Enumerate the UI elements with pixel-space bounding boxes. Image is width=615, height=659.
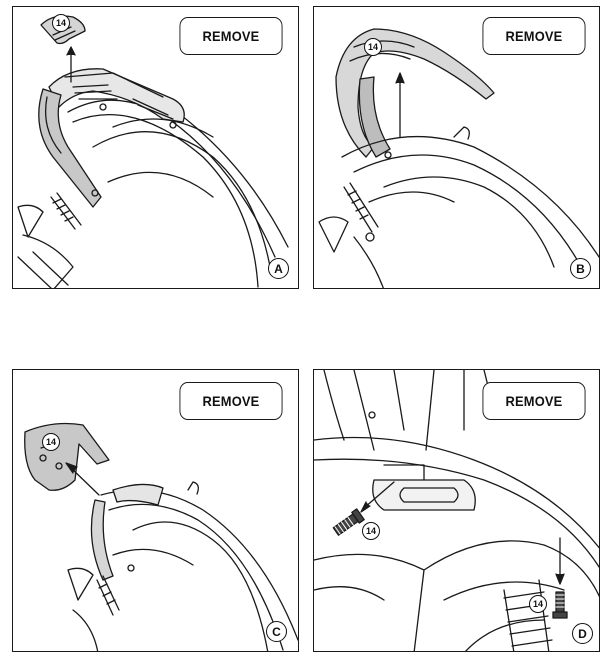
step-letter-badge: C bbox=[266, 621, 287, 642]
part-number-badge-second: 14 bbox=[529, 595, 547, 613]
step-panel-c: REMOVE 14 C bbox=[12, 369, 299, 652]
scooter-underside-illustration bbox=[314, 370, 599, 651]
step-letter-badge: B bbox=[570, 258, 591, 279]
remove-label: REMOVE bbox=[482, 17, 586, 55]
remove-label: REMOVE bbox=[179, 17, 283, 55]
step-letter-badge: D bbox=[572, 623, 593, 644]
part-number-badge: 14 bbox=[42, 433, 60, 451]
part-number-badge: 14 bbox=[364, 38, 382, 56]
remove-label: REMOVE bbox=[482, 382, 586, 420]
scooter-rear-illustration bbox=[318, 28, 599, 288]
step-letter-badge: A bbox=[268, 258, 289, 279]
scooter-rear-illustration bbox=[17, 15, 289, 288]
step-panel-a: REMOVE 14 A bbox=[12, 6, 299, 289]
part-number-badge: 14 bbox=[52, 14, 70, 32]
step-panel-b: REMOVE 14 B bbox=[313, 6, 600, 289]
remove-label: REMOVE bbox=[179, 382, 283, 420]
step-panel-d: REMOVE 14 14 D bbox=[313, 369, 600, 652]
part-number-badge: 14 bbox=[362, 522, 380, 540]
